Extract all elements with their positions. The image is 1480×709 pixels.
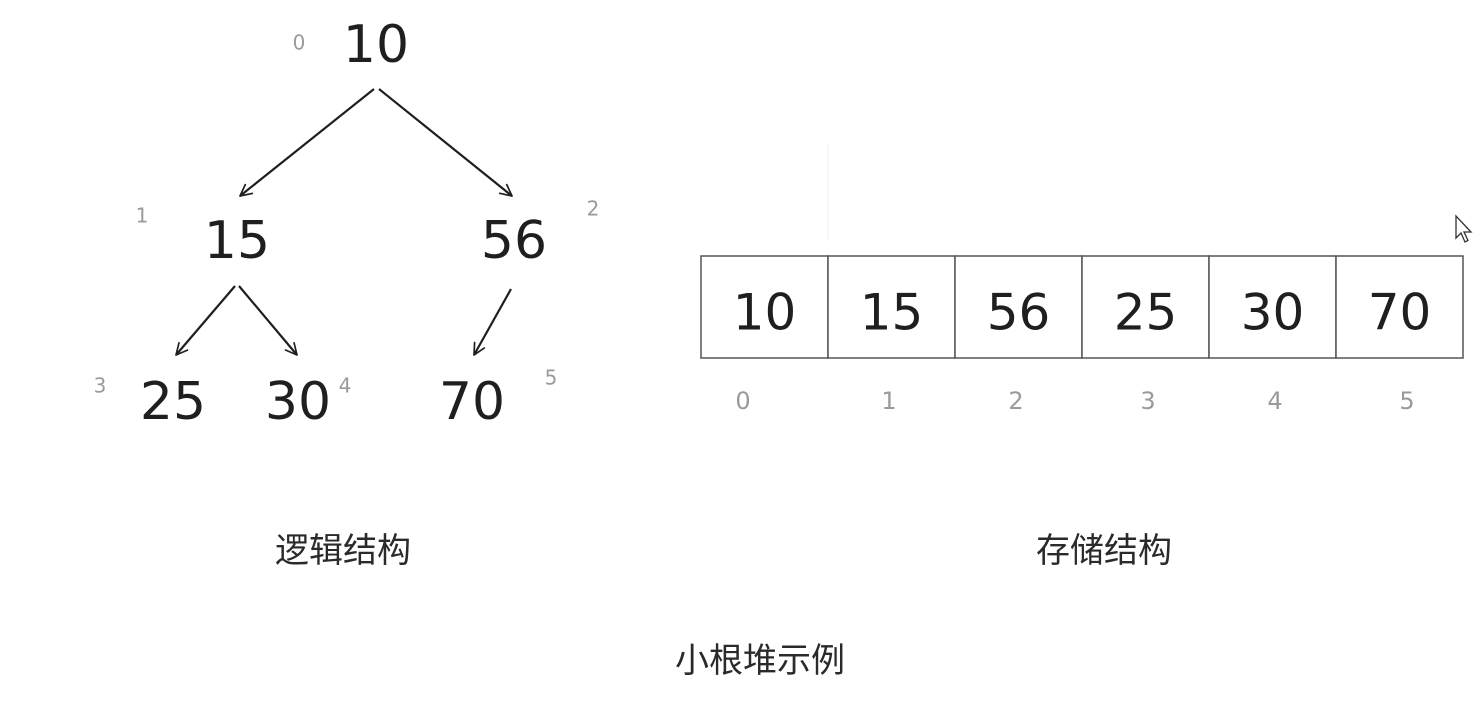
array-cell-value: 10	[733, 284, 797, 342]
tree-node-value: 70	[439, 372, 505, 432]
tree-node: 10 0	[293, 15, 409, 75]
array-cell-index: 4	[1267, 387, 1282, 415]
storage-structure-array: 10 0 15 1 56 2 25 3 30 4 70 5	[700, 255, 1464, 415]
array-cell-index: 1	[881, 387, 896, 415]
array-cell: 10 0	[700, 255, 829, 415]
array-cell-box	[1208, 255, 1337, 359]
logical-structure-tree: 10 0 15 1 56 2 25 3 30 4 70 5	[94, 15, 600, 432]
array-cell-box	[1335, 255, 1464, 359]
tree-node-value: 56	[481, 211, 547, 271]
array-cell: 70 5	[1335, 255, 1464, 415]
tree-node-index: 5	[545, 366, 558, 390]
diagram-title: 小根堆示例	[675, 641, 845, 681]
tree-node: 15 1	[136, 204, 270, 272]
tree-edge-arrow-n0-n2	[378, 88, 513, 197]
array-cell-index: 0	[735, 387, 750, 415]
array-cell-index: 3	[1140, 387, 1155, 415]
tree-node: 70 5	[439, 366, 557, 433]
tree-edge-arrow-n0-n1	[239, 88, 375, 197]
tree-node-index: 1	[136, 204, 149, 228]
logical-structure-caption: 逻辑结构	[275, 531, 411, 571]
tree-edge-arrow-n2-n5	[473, 288, 512, 356]
array-cell-index: 5	[1399, 387, 1414, 415]
tree-edge-arrow-n1-n3	[175, 285, 236, 356]
tree-node-value: 25	[140, 372, 206, 432]
tree-edges	[175, 88, 513, 356]
tree-node-index: 3	[94, 374, 107, 398]
array-cell: 30 4	[1208, 255, 1337, 415]
array-cell-value: 25	[1114, 284, 1178, 342]
array-cell-box	[700, 255, 829, 359]
array-cell-value: 56	[987, 284, 1051, 342]
array-cell-value: 30	[1241, 284, 1305, 342]
tree-node: 56 2	[481, 197, 599, 272]
array-cell: 15 1	[827, 255, 956, 415]
storage-structure-caption: 存储结构	[1036, 531, 1172, 571]
tree-nodes: 10 0 15 1 56 2 25 3 30 4 70 5	[94, 15, 600, 432]
tree-edge-arrow-n1-n4	[238, 285, 298, 356]
array-cell: 25 3	[1081, 255, 1210, 415]
tree-node-index: 4	[339, 374, 352, 398]
array-cell-box	[1081, 255, 1210, 359]
array-cell-value: 15	[860, 284, 924, 342]
tree-node: 25 3	[94, 372, 206, 432]
array-cell: 56 2	[954, 255, 1083, 415]
mouse-pointer-icon	[1455, 214, 1473, 243]
array-cell-value: 70	[1368, 284, 1432, 342]
tree-node-index: 0	[293, 31, 306, 55]
tree-node: 30 4	[265, 372, 351, 432]
tree-node-value: 15	[204, 211, 270, 271]
array-cell-index: 2	[1008, 387, 1023, 415]
tree-node-value: 30	[265, 372, 331, 432]
tree-node-value: 10	[343, 15, 409, 75]
tree-node-index: 2	[587, 197, 600, 221]
